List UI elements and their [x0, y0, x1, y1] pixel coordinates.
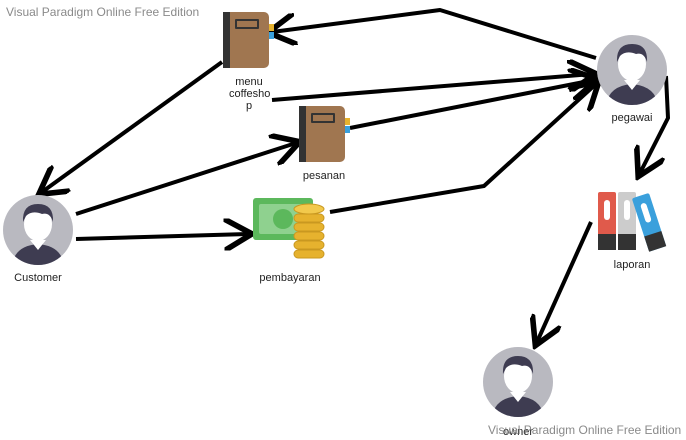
arrow-pembayaran-to-pegawai	[329, 84, 596, 214]
arrow-pesanan-to-pegawai	[349, 80, 594, 130]
menu-book-icon[interactable]	[222, 10, 276, 72]
menu-label: menu coffesho p	[229, 76, 271, 112]
pegawai-label: pegawai	[611, 112, 653, 124]
arrow-menu-to-customer	[42, 60, 224, 192]
customer-label: Customer	[14, 272, 62, 284]
pesanan-label: pesanan	[302, 170, 346, 182]
pegawai-actor-icon[interactable]	[596, 34, 668, 106]
arrow-customer-to-pembayaran	[75, 234, 248, 239]
pembayaran-label: pembayaran	[259, 272, 321, 284]
arrow-pegawai-to-laporan	[640, 75, 670, 173]
arrow-laporan-to-owner	[537, 221, 593, 342]
arrow-menu-to-pegawai	[271, 74, 592, 102]
money-icon[interactable]	[252, 196, 328, 264]
laporan-label: laporan	[613, 259, 651, 271]
owner-label: owner	[503, 426, 533, 438]
arrow-pegawai-to-menu	[272, 8, 597, 60]
binders-icon[interactable]	[594, 186, 670, 254]
customer-actor-icon[interactable]	[2, 194, 74, 266]
arrow-customer-to-pesanan	[75, 143, 296, 216]
owner-actor-icon[interactable]	[482, 346, 554, 418]
pesanan-book-icon[interactable]	[298, 104, 352, 166]
watermark-top: Visual Paradigm Online Free Edition	[6, 5, 200, 19]
watermark-bottom: Visual Paradigm Online Free Edition	[488, 423, 682, 437]
